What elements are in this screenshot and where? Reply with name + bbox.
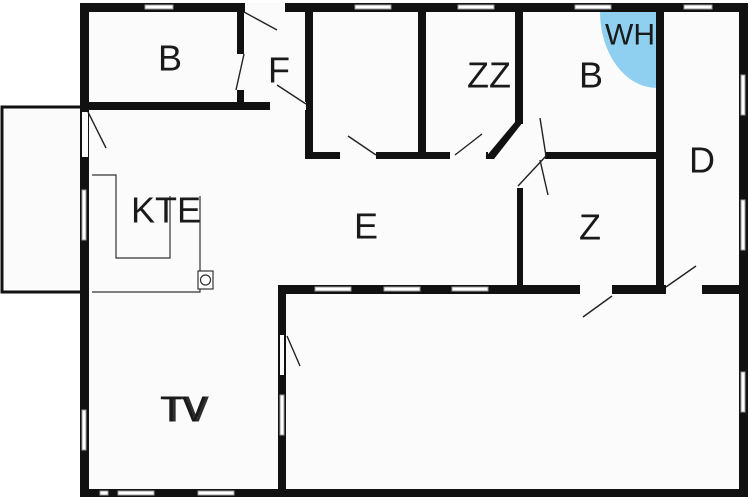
label-e-room: E [354, 206, 378, 247]
floor-terrace-left [2, 107, 82, 292]
label-z-room: Z [579, 207, 601, 248]
label-tv-overlay: TV [163, 389, 209, 430]
sink-drain-icon [199, 274, 212, 286]
sink-icon [197, 270, 214, 290]
kitchen-counter [92, 174, 214, 293]
water-heater-shape [600, 12, 657, 88]
label-zz-room: ZZ [467, 55, 511, 96]
label-kte: KTE [131, 190, 201, 231]
label-bedroom-left: B [158, 38, 182, 79]
windows [81, 4, 746, 496]
label-f-room: F [268, 50, 290, 91]
label-tv: TV [160, 389, 206, 430]
doors [82, 3, 702, 375]
floor-main [83, 5, 745, 495]
label-d-room: D [689, 140, 715, 181]
label-wh: WH [605, 19, 655, 52]
label-bedroom-right: B [579, 55, 603, 96]
